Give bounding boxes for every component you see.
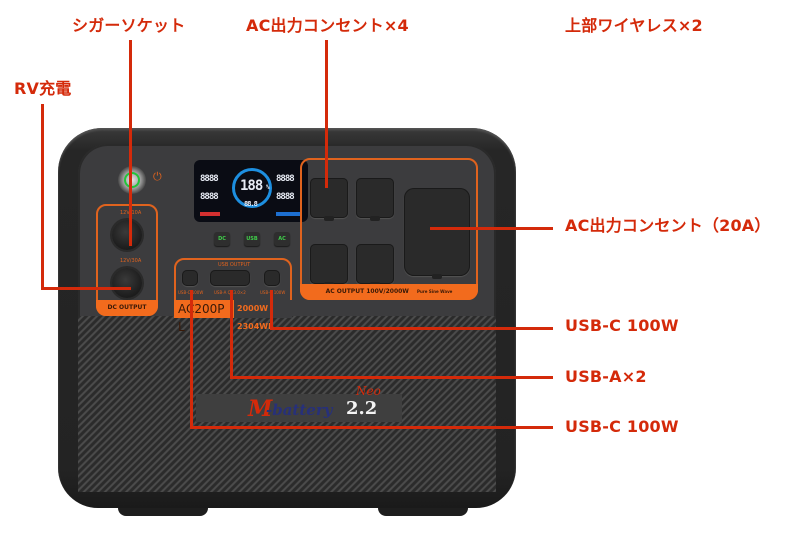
leader-usb-c-right-vertical <box>270 290 273 330</box>
lcd-display: 8888 8888 188 % 88.8 8888 8888 <box>194 160 308 222</box>
ac-outlet-2[interactable] <box>356 178 394 221</box>
brand-version: 2.2 <box>346 398 378 419</box>
lcd-status-icons <box>276 212 302 216</box>
lcd-percent: 188 <box>240 178 263 194</box>
usb-a-label: USB-A QC3.0×2 <box>214 290 246 295</box>
leader-usb-a-horizontal <box>230 376 553 379</box>
ac-outlet-3[interactable] <box>310 244 348 287</box>
brand-suffix: Neo <box>356 384 381 398</box>
leader-usb-c-right-horizontal <box>270 327 553 330</box>
lcd-right-top: 8888 <box>276 174 295 184</box>
label-wireless-top: 上部ワイヤレス×2 <box>565 16 703 35</box>
ac-outlet-1[interactable] <box>310 178 348 221</box>
lcd-warning-icons <box>200 212 220 216</box>
model-name: AC200P L <box>174 300 234 334</box>
usb-c-right-port[interactable] <box>264 270 280 286</box>
foot-left <box>118 508 208 516</box>
leader-ac-outlet-20a <box>430 227 553 230</box>
brand-logo: M -battery 2.2 Neo <box>196 384 402 422</box>
usb-a-ports[interactable] <box>210 270 250 286</box>
leader-usb-c-left-vertical <box>190 290 193 429</box>
dc-port-bottom-label: 12V/30A <box>120 258 142 264</box>
ac-button[interactable]: AC <box>274 232 290 246</box>
foot-right <box>378 508 468 516</box>
dc-output-panel: 12V/10A 12V/30A DC OUTPUT <box>96 204 158 316</box>
leader-usb-a-vertical <box>230 290 233 379</box>
brand-battery: -battery <box>266 401 333 419</box>
pure-sine-wave-label: Pure Sine Wave <box>417 289 453 294</box>
ac-outlet-20a[interactable] <box>404 188 470 279</box>
lcd-center-bottom: 88.8 <box>244 200 258 208</box>
ac-output-panel: AC OUTPUT 100V/2000W Pure Sine Wave <box>300 158 478 300</box>
dc-button[interactable]: DC <box>214 232 230 246</box>
lcd-battery-ring <box>232 168 272 208</box>
label-usb-a-x2: USB-A×2 <box>565 367 647 386</box>
label-rv-charge: RV充電 <box>14 79 72 98</box>
power-station: ⏻ 12V/10A 12V/30A DC OUTPUT 8888 8888 18… <box>58 128 516 520</box>
brand-m: M <box>248 396 273 422</box>
power-ring-icon <box>124 172 140 188</box>
ac-output-label-strip: AC OUTPUT 100V/2000W Pure Sine Wave <box>300 284 478 300</box>
rv-charge-port[interactable] <box>112 268 142 298</box>
leader-ac-outlet-x4 <box>325 40 328 188</box>
usb-button[interactable]: USB <box>244 232 260 246</box>
usb-output-label: USB OUTPUT <box>218 262 251 268</box>
lcd-percent-sign: % <box>266 184 270 191</box>
device-front-panel: ⏻ 12V/10A 12V/30A DC OUTPUT 8888 8888 18… <box>78 144 496 492</box>
leader-rv-charge-horizontal <box>41 287 131 290</box>
lcd-left-bottom: 8888 <box>200 192 219 202</box>
model-strip: AC200P L 2000W 2304Wh <box>174 300 292 334</box>
label-usb-c-right: USB-C 100W <box>565 316 679 335</box>
usb-output-panel: USB OUTPUT USB-C 100W USB-A QC3.0×2 USB-… <box>174 258 292 334</box>
lcd-right-bottom: 8888 <box>276 192 295 202</box>
lcd-left-top: 8888 <box>200 174 219 184</box>
label-ac-outlet-20a: AC出力コンセント（20A） <box>565 216 771 235</box>
label-usb-c-left: USB-C 100W <box>565 417 679 436</box>
ac-output-label: AC OUTPUT 100V/2000W <box>325 288 409 295</box>
power-symbol-icon: ⏻ <box>153 170 162 183</box>
power-button[interactable] <box>118 166 146 194</box>
usb-c-left-port[interactable] <box>182 270 198 286</box>
leader-usb-c-left-horizontal <box>190 426 553 429</box>
label-cigar-socket: シガーソケット <box>72 16 186 35</box>
dc-output-label: DC OUTPUT <box>96 300 158 316</box>
cigar-socket-port[interactable] <box>112 220 142 250</box>
leader-cigar-socket <box>129 40 132 246</box>
leader-rv-charge-vertical <box>41 104 44 290</box>
ac-outlet-4[interactable] <box>356 244 394 287</box>
model-spec: 2000W 2304Wh <box>234 300 292 331</box>
label-ac-outlet-x4: AC出力コンセント×4 <box>246 16 409 35</box>
device-shell: ⏻ 12V/10A 12V/30A DC OUTPUT 8888 8888 18… <box>58 128 516 508</box>
